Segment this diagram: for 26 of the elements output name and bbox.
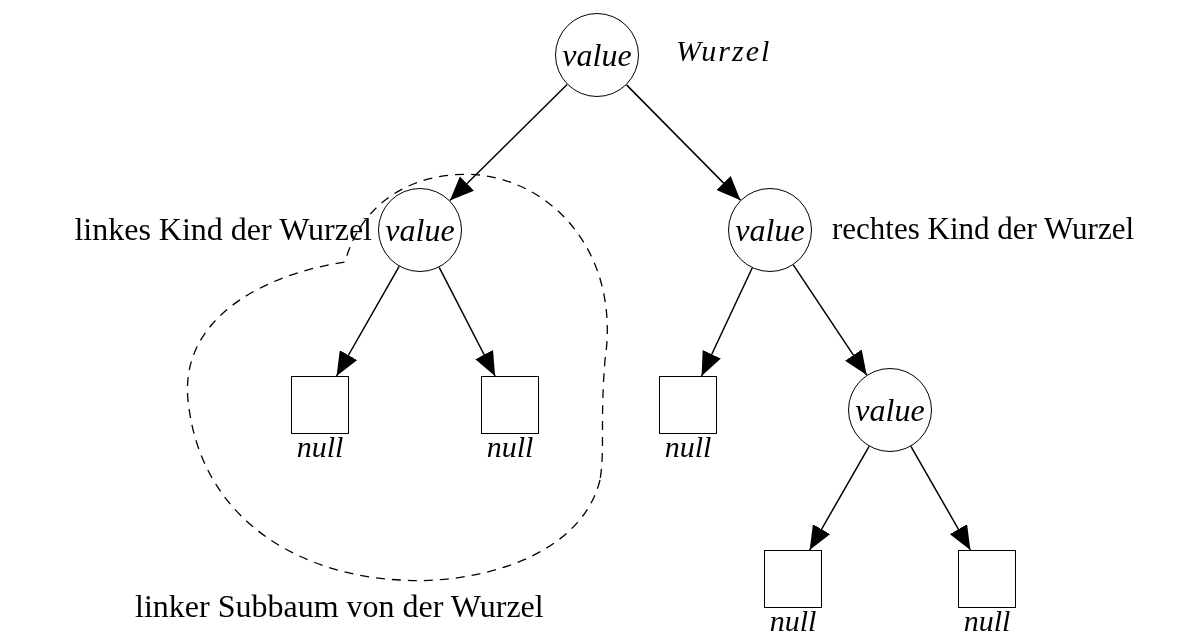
null-caption: null: [295, 430, 345, 464]
null-caption: null: [663, 430, 713, 464]
null-leaf-box: [958, 550, 1016, 608]
node-value: value: [855, 391, 925, 429]
arrow: [438, 266, 496, 377]
arrow: [335, 265, 400, 377]
node-caption: linkes Kind der Wurzel: [74, 211, 372, 248]
null-caption: null: [768, 604, 818, 637]
null-leaf-box: [481, 376, 539, 434]
node-caption: Wurzel: [676, 34, 772, 68]
null-leaf-box: [291, 376, 349, 434]
arrow: [625, 84, 742, 201]
null-caption: null: [962, 604, 1012, 637]
arrow: [910, 445, 972, 551]
node-caption: rechtes Kind der Wurzel: [832, 211, 1135, 247]
null-leaf-box: [764, 550, 822, 608]
node-value: value: [562, 36, 632, 74]
arrow: [792, 264, 868, 376]
null-leaf-box: [659, 376, 717, 434]
arrow: [449, 83, 568, 202]
arrow: [700, 267, 753, 377]
node-value: value: [735, 211, 805, 249]
null-caption: null: [485, 430, 535, 464]
subtree-caption: linker Subbaum von der Wurzel: [135, 588, 544, 625]
arrow: [808, 445, 870, 551]
node-value: value: [385, 211, 455, 249]
